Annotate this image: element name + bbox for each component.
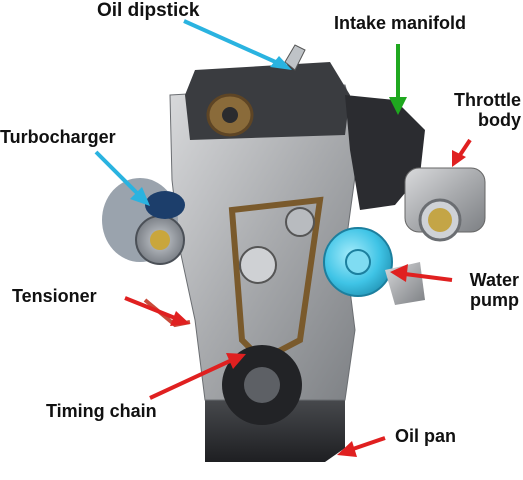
oil-dipstick-part [284,44,306,71]
water-pump-label-line1: Water [469,270,519,290]
arrow-intake-manifold [389,44,407,115]
arrow-water-pump [390,264,453,282]
arrow-oil-dipstick [183,19,292,70]
oil-pan-label: Oil pan [395,426,457,446]
throttle-body-label-line1: Throttle [454,90,521,110]
turbocharger-label: Turbocharger [0,127,116,147]
annotation-arrows [94,19,472,457]
oil-dipstick-label: Oil dipstick [97,0,200,21]
arrow-timing-chain [149,353,246,400]
cam-cover [185,62,350,140]
arrow-turbocharger [94,150,150,206]
timing-chain-label: Timing chain [46,401,157,421]
arrow-throttle-body [452,138,472,167]
throttle-body-label-line2: body [478,110,521,130]
throttle-body-label: Throttle body [454,90,521,130]
tensioner-label: Tensioner [12,286,97,306]
water-pump-label: Water pump [470,270,519,310]
water-pump-label-line2: pump [470,290,519,310]
intake-manifold-label: Intake manifold [334,13,467,33]
arrow-tensioner [124,296,190,326]
arrow-oil-pan [337,436,386,457]
